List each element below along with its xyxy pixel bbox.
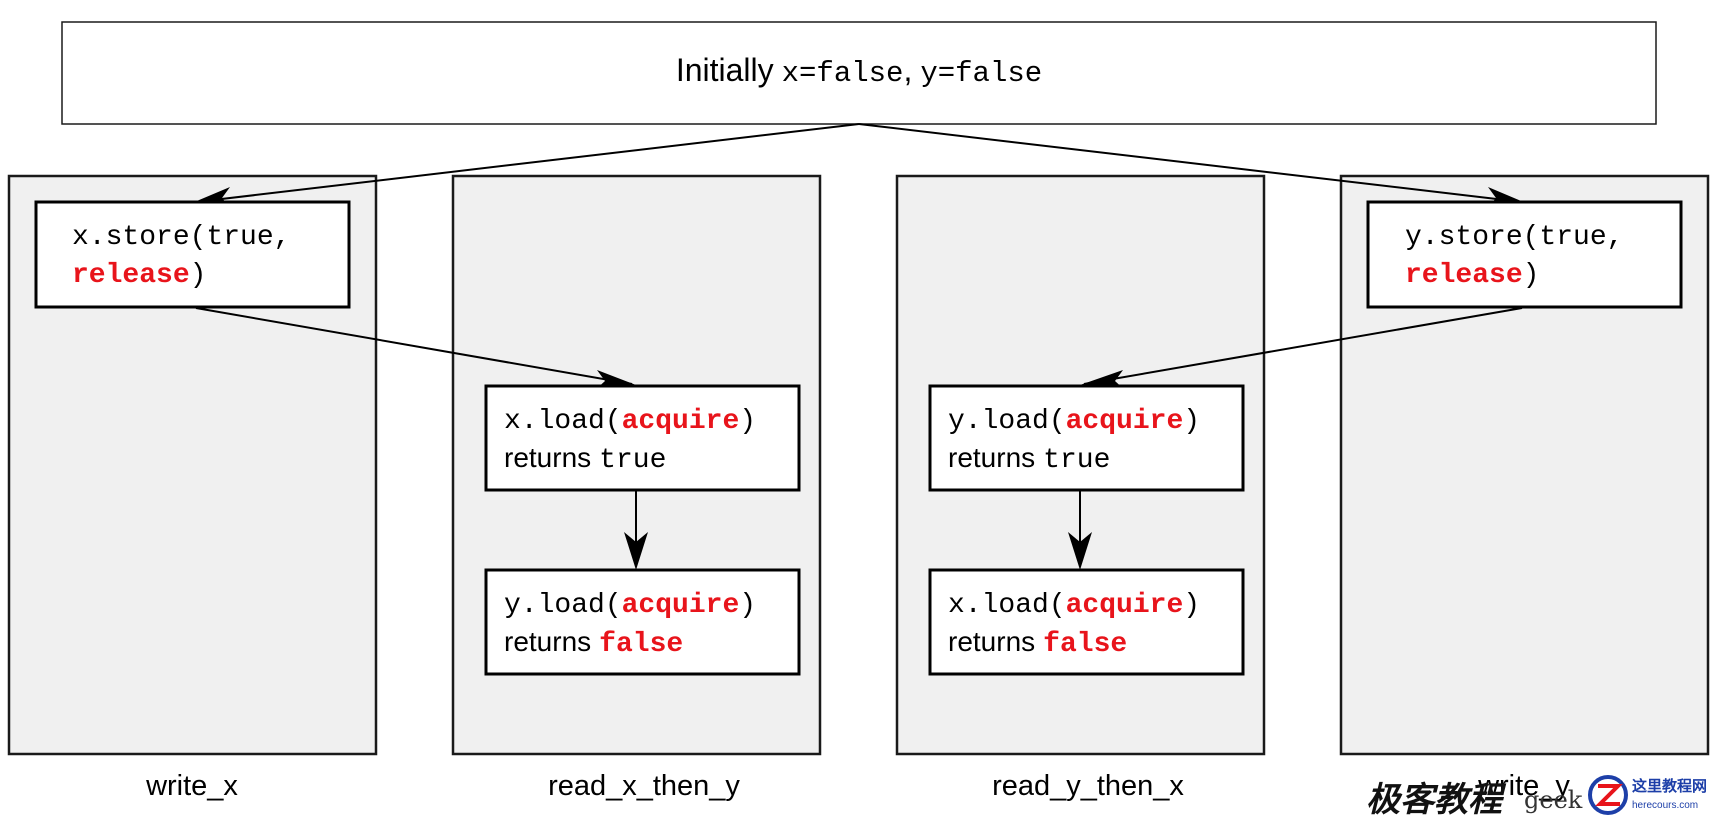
op-box: [34, 200, 351, 309]
memory-order-keyword: acquire: [622, 590, 740, 621]
op-code: ): [1183, 590, 1200, 621]
op-code: x.load(: [504, 406, 622, 437]
op-code: ): [739, 590, 756, 621]
returns-label: returns: [948, 626, 1035, 657]
return-value: true: [1043, 445, 1110, 476]
arrowhead: [1068, 532, 1092, 570]
op-line-2: returns false: [504, 626, 683, 660]
op-code: y.load(: [948, 406, 1066, 437]
op-x-load: x.load(acquire) returns true: [484, 384, 801, 492]
op-x-load-read-y-then-x: x.load(acquire) returns false: [928, 568, 1245, 676]
op-code: ): [1183, 406, 1200, 437]
memory-order-keyword: release: [72, 260, 190, 291]
op-code: ): [739, 406, 756, 437]
return-value: false: [599, 629, 683, 660]
op-code: x.load(: [948, 590, 1066, 621]
op-box: [1366, 200, 1683, 309]
op-line-1: y.load(acquire): [504, 590, 756, 621]
op-y-load-read-x-then-y: y.load(acquire) returns false: [484, 568, 801, 676]
initial-x-state: x=false: [782, 57, 904, 90]
op-line-1: x.load(acquire): [948, 590, 1200, 621]
returns-label: returns: [504, 442, 591, 473]
op-code: y.load(: [504, 590, 622, 621]
op-code: x.store(true,: [72, 222, 290, 253]
edge-initial-to-y-store: [858, 123, 1523, 203]
arrowhead: [624, 532, 648, 570]
op-box: [484, 384, 801, 492]
thread-label-write-x: write_x: [145, 770, 238, 802]
memory-order-keyword: acquire: [1066, 406, 1184, 437]
op-line-2: returns false: [948, 626, 1127, 660]
watermark-logo-icon: [1588, 775, 1628, 815]
op-line-1: x.load(acquire): [504, 406, 756, 437]
op-code: ): [1523, 260, 1540, 291]
op-line-2: release): [72, 260, 206, 291]
op-code: ): [190, 260, 207, 291]
thread-label-write-y: write_y: [1477, 770, 1570, 802]
watermark-logo-url: herecours.com: [1632, 800, 1698, 811]
initial-prefix: Initially: [676, 52, 774, 88]
initial-state-box: [61, 21, 1657, 125]
initial-y-state: y=false: [920, 57, 1042, 90]
watermark: 极客教程 geek 这里教程网 herecours.com: [1366, 775, 1707, 817]
initial-separator: ,: [903, 52, 912, 88]
op-line-2: returns true: [948, 442, 1110, 476]
returns-label: returns: [948, 442, 1035, 473]
memory-order-keyword: release: [1405, 260, 1523, 291]
op-box: [484, 568, 801, 676]
watermark-latin: geek: [1524, 786, 1583, 814]
op-line-1: x.store(true,: [72, 222, 290, 253]
returns-label: returns: [504, 626, 591, 657]
op-line-1: y.store(true,: [1405, 222, 1623, 253]
op-line-1: y.load(acquire): [948, 406, 1200, 437]
edge-initial-to-x-store: [195, 123, 860, 203]
op-x-store: x.store(true, release): [34, 200, 351, 309]
thread-label-read-y-then-x: read_y_then_x: [992, 770, 1184, 802]
thread-label-read-x-then-y: read_x_then_y: [548, 770, 740, 802]
edge-x-store-to-x-load: [195, 307, 633, 385]
op-box: [928, 384, 1245, 492]
op-box: [928, 568, 1245, 676]
edges: [192, 123, 1526, 570]
op-y-load: y.load(acquire) returns true: [928, 384, 1245, 492]
edge-y-store-to-y-load: [1083, 307, 1523, 385]
op-line-2: release): [1405, 260, 1539, 291]
op-code: y.store(true,: [1405, 222, 1623, 253]
return-value: true: [599, 445, 666, 476]
watermark-chinese: 极客教程: [1366, 780, 1507, 817]
memory-order-keyword: acquire: [622, 406, 740, 437]
memory-order-keyword: acquire: [1066, 590, 1184, 621]
return-value: false: [1043, 629, 1127, 660]
op-line-2: returns true: [504, 442, 666, 476]
op-y-store: y.store(true, release): [1366, 200, 1683, 309]
watermark-logo-text: 这里教程网: [1632, 777, 1707, 795]
